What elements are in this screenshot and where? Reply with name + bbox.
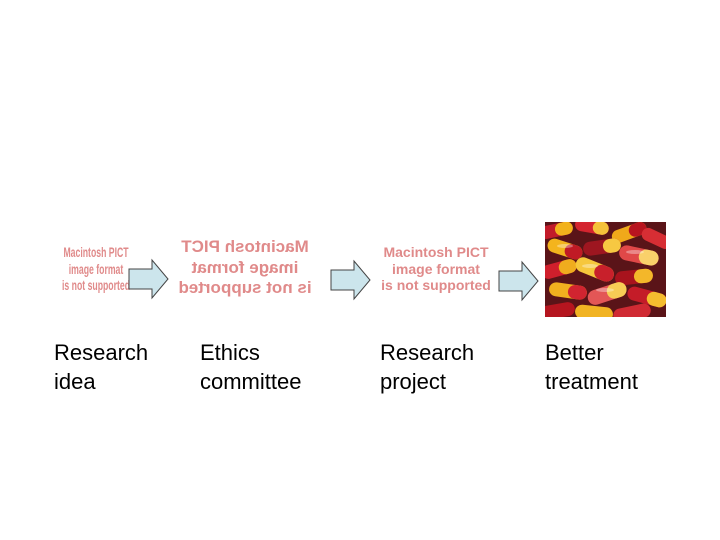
ethics-committee-image-placeholder: Macintosh PICT image format is not suppo… <box>170 230 320 306</box>
placeholder-line-1: Macintosh PICT <box>181 237 309 257</box>
label-line: committee <box>200 367 301 396</box>
arrow-right-icon <box>330 259 372 301</box>
label-line: Research <box>380 338 474 367</box>
pills-photo <box>545 222 666 317</box>
label-line: treatment <box>545 367 638 396</box>
placeholder-line-2: image format <box>192 258 299 278</box>
label-line: Better <box>545 338 638 367</box>
research-project-image-placeholder: Macintosh PICT image format is not suppo… <box>378 236 494 302</box>
label-line: Research <box>54 338 148 367</box>
arrow-right-icon <box>128 258 170 300</box>
stage-label-better-treatment: Better treatment <box>545 338 638 396</box>
placeholder-line-3: is not supported <box>178 278 311 298</box>
placeholder-line-3: is not supported <box>381 277 491 294</box>
research-idea-image-placeholder: Macintosh PICT image format is not suppo… <box>79 228 114 310</box>
placeholder-line-3: is not supported <box>62 277 130 294</box>
label-line: Ethics <box>200 338 301 367</box>
placeholder-line-1: Macintosh PICT <box>383 244 488 261</box>
stage-label-research-project: Research project <box>380 338 474 396</box>
stage-label-research-idea: Research idea <box>54 338 148 396</box>
placeholder-line-2: image format <box>392 261 480 278</box>
placeholder-line-2: image format <box>69 261 124 278</box>
arrow-right-icon <box>498 260 540 302</box>
label-line: idea <box>54 367 148 396</box>
label-line: project <box>380 367 474 396</box>
placeholder-line-1: Macintosh PICT <box>63 244 128 261</box>
stage-label-ethics-committee: Ethics committee <box>200 338 301 396</box>
